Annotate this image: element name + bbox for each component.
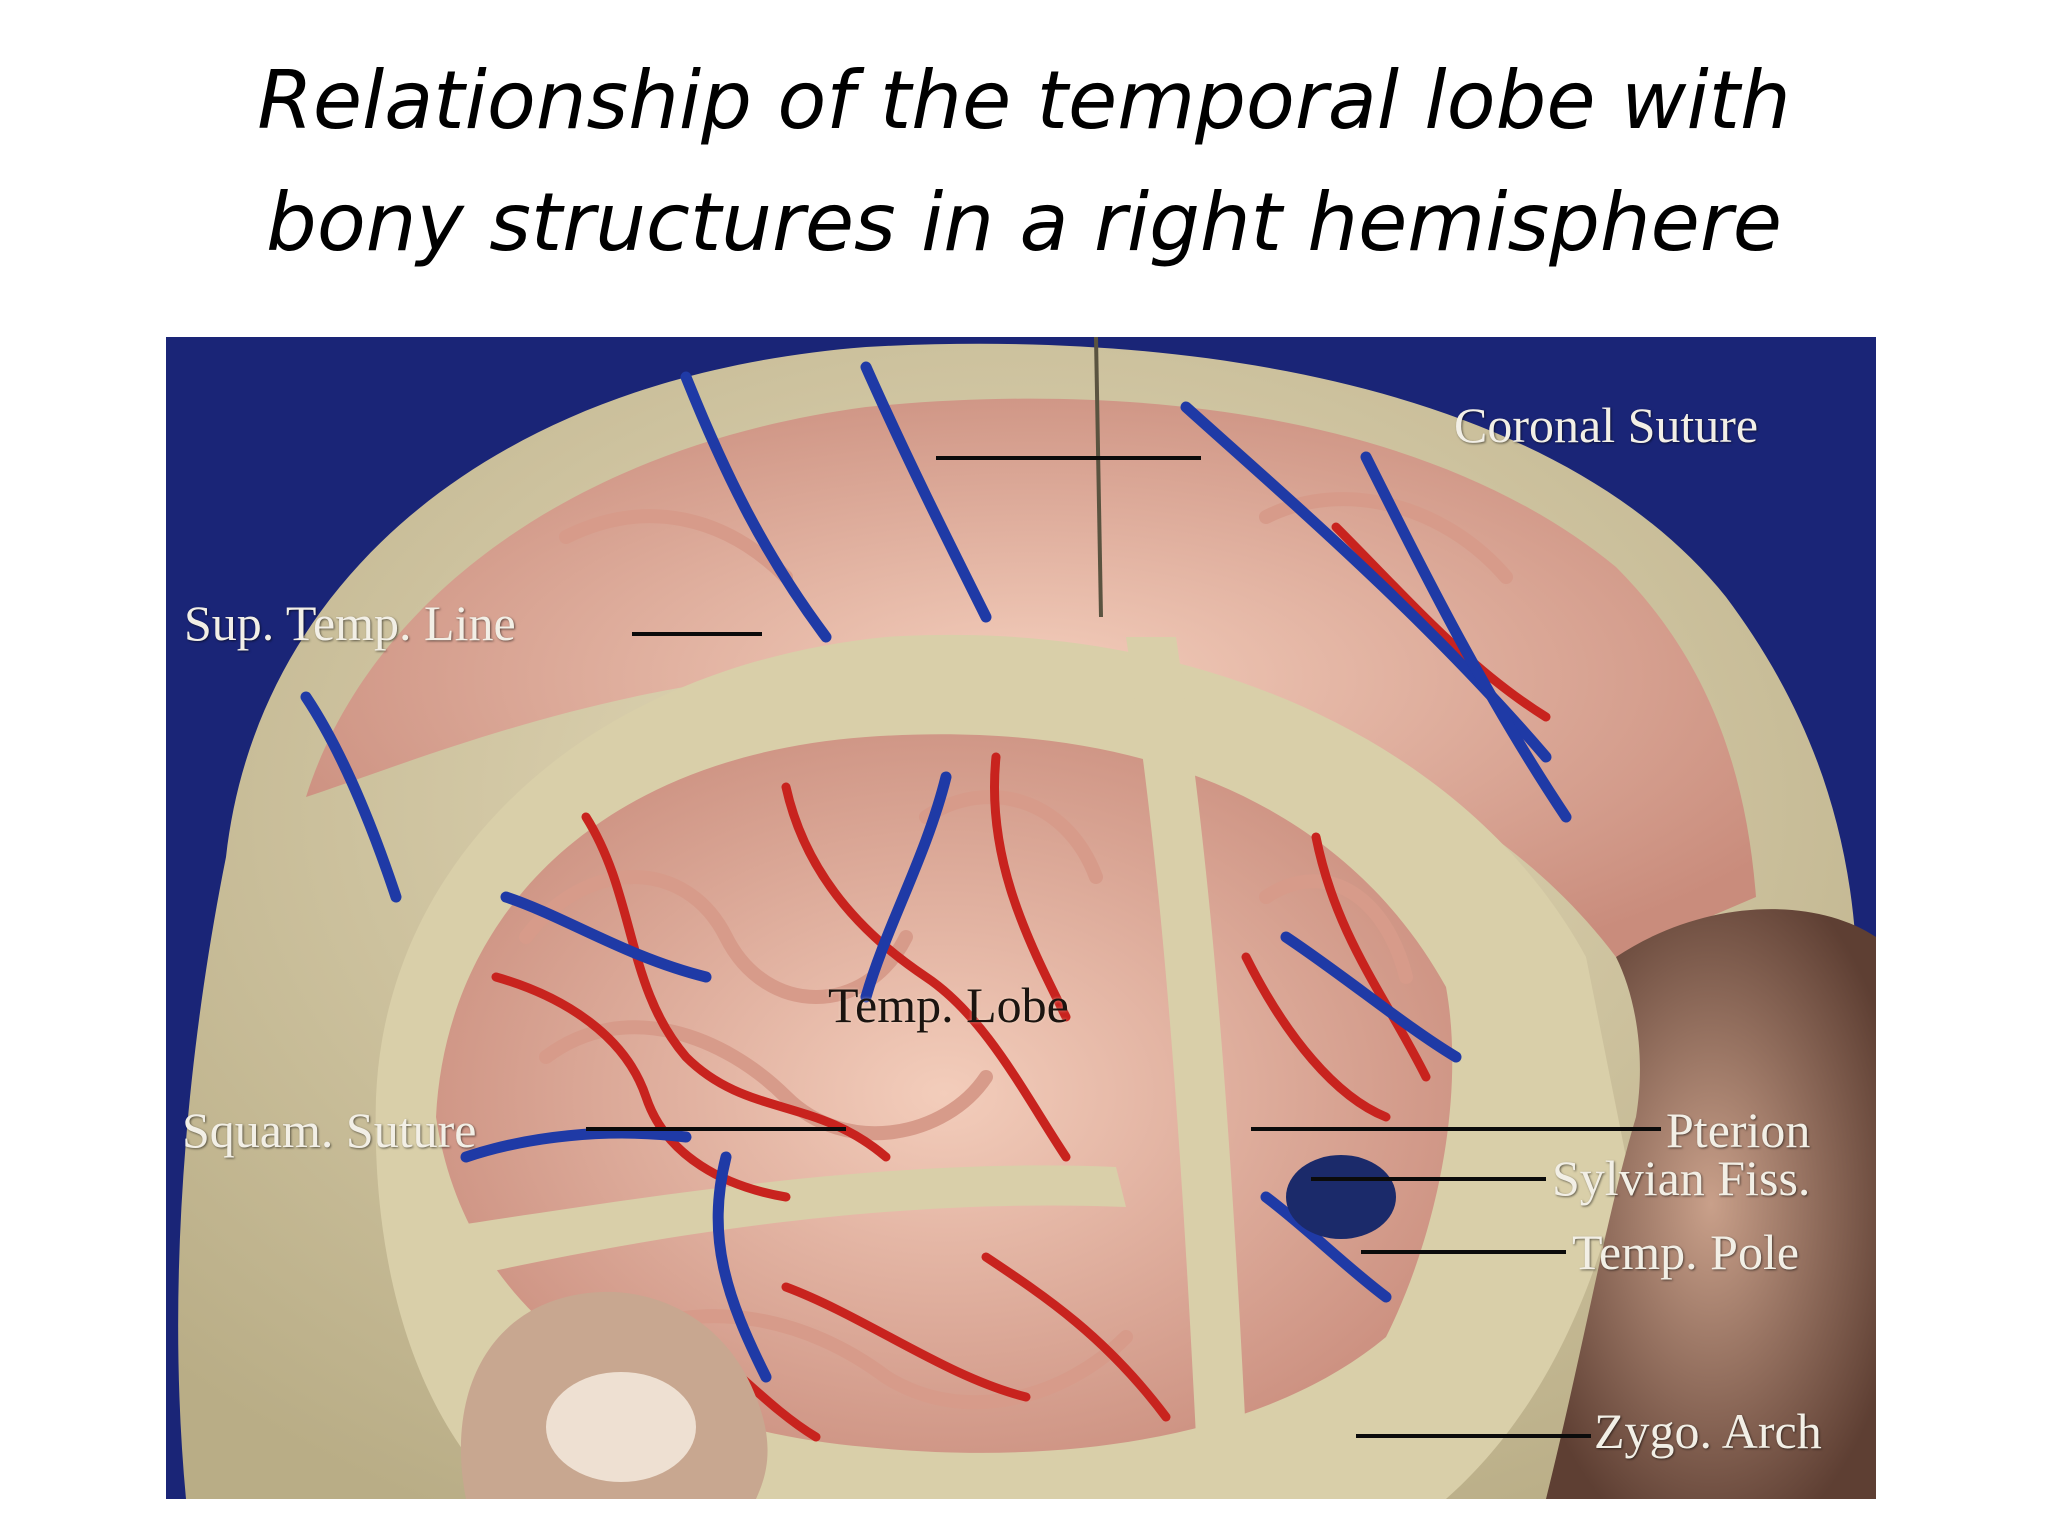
leader-sup-temp-line (632, 632, 762, 636)
leader-sylvian-fiss (1311, 1177, 1546, 1181)
label-coronal-suture: Coronal Suture (1454, 397, 1759, 453)
leader-coronal-suture (936, 456, 1201, 460)
upper-brain (306, 398, 1756, 957)
leader-zygo-arch (1356, 1434, 1591, 1438)
label-zygo-arch: Zygo. Arch (1594, 1403, 1822, 1459)
leader-pterion (1251, 1127, 1661, 1131)
slide-title: Relationship of the temporal lobe with b… (0, 40, 2048, 284)
anatomy-illustration (178, 337, 1876, 1499)
label-sylvian-fiss: Sylvian Fiss. (1552, 1150, 1811, 1206)
label-pterion: Pterion (1666, 1102, 1811, 1158)
label-sup-temp-line: Sup. Temp. Line (184, 595, 516, 651)
facial-soft-tissue (1546, 909, 1876, 1499)
leader-temp-pole (1361, 1250, 1566, 1254)
leader-squam-suture (586, 1127, 846, 1131)
label-squam-suture: Squam. Suture (182, 1102, 477, 1158)
title-line-1: Relationship of the temporal lobe with (257, 54, 1791, 147)
anatomy-photo: Coronal Suture Sup. Temp. Line Temp. Lob… (166, 337, 1876, 1499)
title-line-2: bony structures in a right hemisphere (266, 176, 1782, 269)
label-temp-lobe: Temp. Lobe (828, 977, 1069, 1033)
label-temp-pole: Temp. Pole (1572, 1224, 1800, 1280)
